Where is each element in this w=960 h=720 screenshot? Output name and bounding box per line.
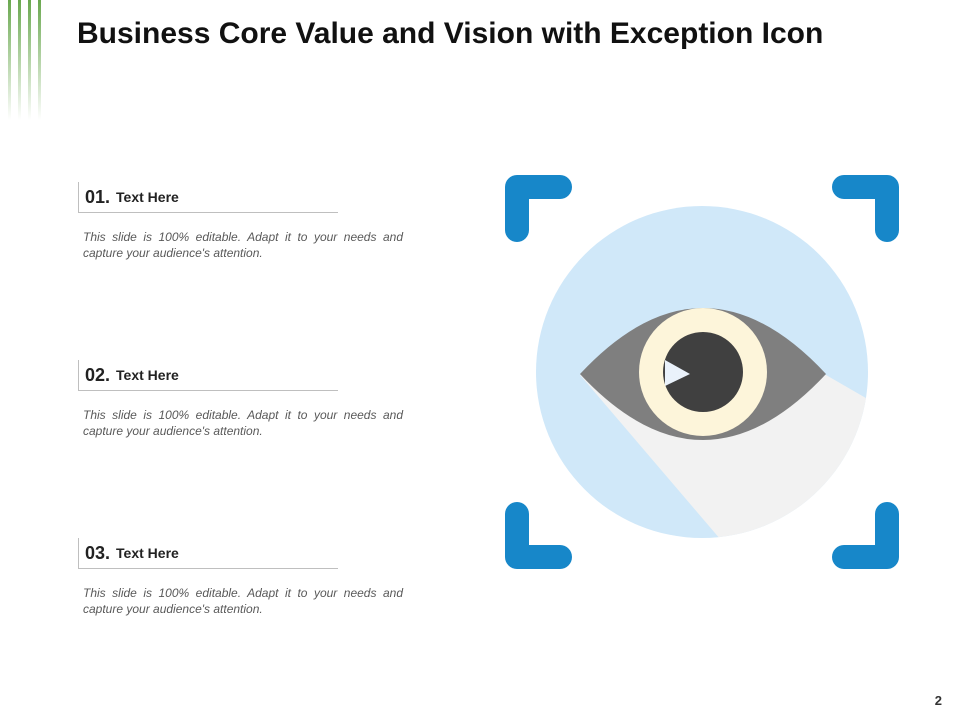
item-heading: 01. Text Here [78,182,338,213]
item-description: This slide is 100% editable. Adapt it to… [83,586,403,616]
item-description: This slide is 100% editable. Adapt it to… [83,230,403,260]
page-number: 2 [934,693,942,708]
decorative-accent-lines [8,0,42,120]
bracket-top-left-icon [505,175,572,242]
item-description: This slide is 100% editable. Adapt it to… [83,408,403,438]
slide-title: Business Core Value and Vision with Exce… [77,17,824,50]
item-heading: 03. Text Here [78,538,338,569]
text-item-3: 03. Text Here This slide is 100% editabl… [78,538,408,617]
item-number: 01. [85,186,111,207]
text-item-2: 02. Text Here This slide is 100% editabl… [78,360,408,439]
item-label: Text Here [116,189,179,205]
bracket-bottom-left-icon [505,502,572,569]
item-number: 03. [85,542,111,563]
focus-bracket-icon [505,175,899,569]
eye-pupil-icon [663,332,743,412]
item-heading: 02. Text Here [78,360,338,391]
item-label: Text Here [116,545,179,561]
text-item-1: 01. Text Here This slide is 100% editabl… [78,182,408,261]
eye-highlight-icon [665,360,690,386]
item-number: 02. [85,364,111,385]
bracket-bottom-right-icon [832,502,899,569]
eye-vision-icon [505,175,899,569]
bracket-top-right-icon [832,175,899,242]
item-label: Text Here [116,367,179,383]
